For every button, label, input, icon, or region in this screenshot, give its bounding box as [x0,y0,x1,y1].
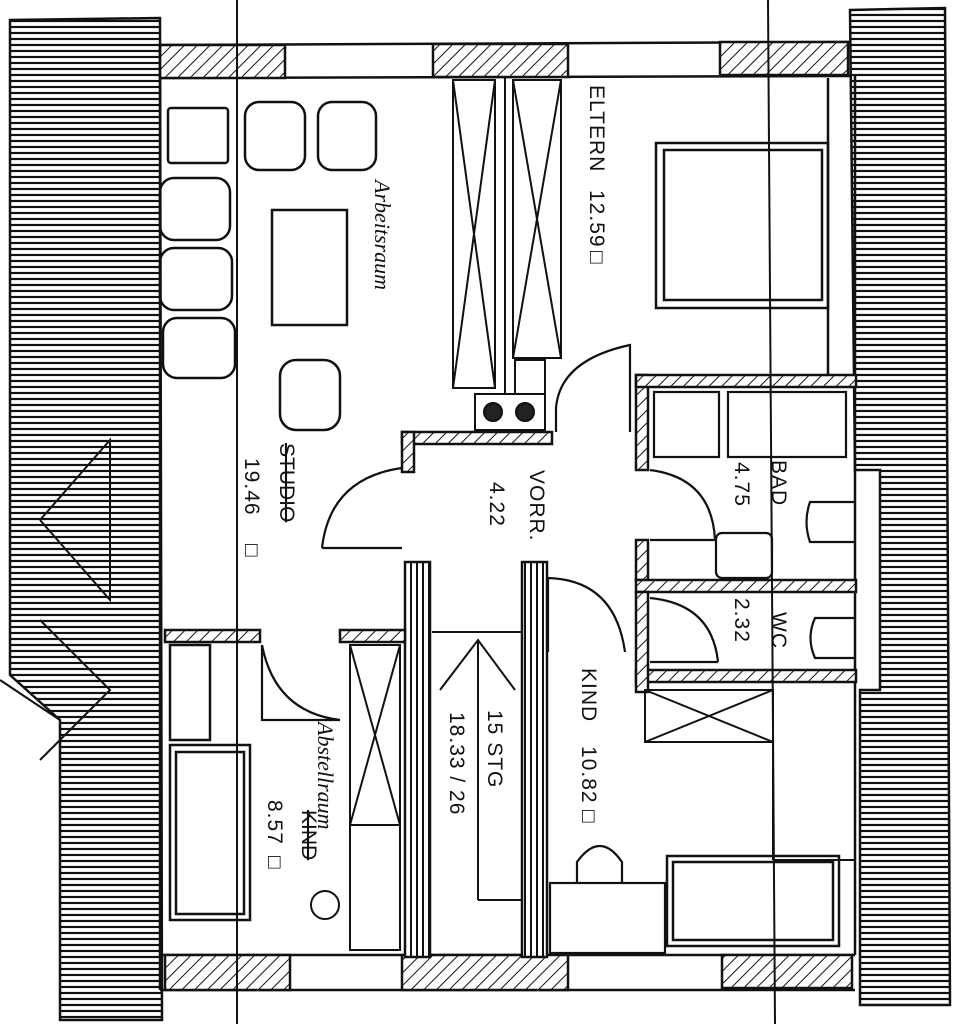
vorraum-name: VORR. [525,470,548,542]
stair [432,631,522,901]
studio-new-name: Arbeitsraum [370,178,395,290]
eltern-unit: □ [585,251,608,265]
kind-area: 10.82 [577,746,600,804]
eltern-name: ELTERN [585,85,608,172]
chimney [474,359,546,431]
kind-unit: □ [577,810,600,824]
wc-area: 2.32 [730,598,753,643]
wardrobe-abstell [349,644,401,951]
bed-kind [665,854,841,948]
bed-eltern [654,78,830,375]
abstell-unit: □ [263,856,286,870]
bad-name: BAD [767,460,790,506]
bath-fixtures [548,390,855,955]
studio-area: 19.46 [240,458,263,516]
eltern-area: 12.59 [585,190,608,248]
bad-area: 4.75 [730,462,753,507]
studio-furniture [158,100,378,432]
abstell-new-name: Abstellraum [313,720,338,830]
vorraum-area: 4.22 [485,482,508,527]
stair-dims: 18.33 / 26 [445,712,468,815]
roof-left [0,16,164,1022]
exterior-walls [158,40,857,992]
roof-right [848,6,952,1007]
studio-old-name: STUDIO [275,443,298,522]
studio-unit: □ [240,544,263,558]
wc-name: WC [767,612,790,649]
kind-name: KIND [577,668,600,722]
abstell-area: 8.57 [263,800,286,845]
wardrobe-kind [644,689,855,861]
interior-walls [163,373,858,959]
wardrobe-eltern [452,78,562,395]
bed-abstell [168,643,252,922]
abstell-old-name: KIND [297,810,320,860]
stair-name: 15 STG [483,710,506,788]
pen-marks [236,0,776,1024]
doors [260,343,720,722]
